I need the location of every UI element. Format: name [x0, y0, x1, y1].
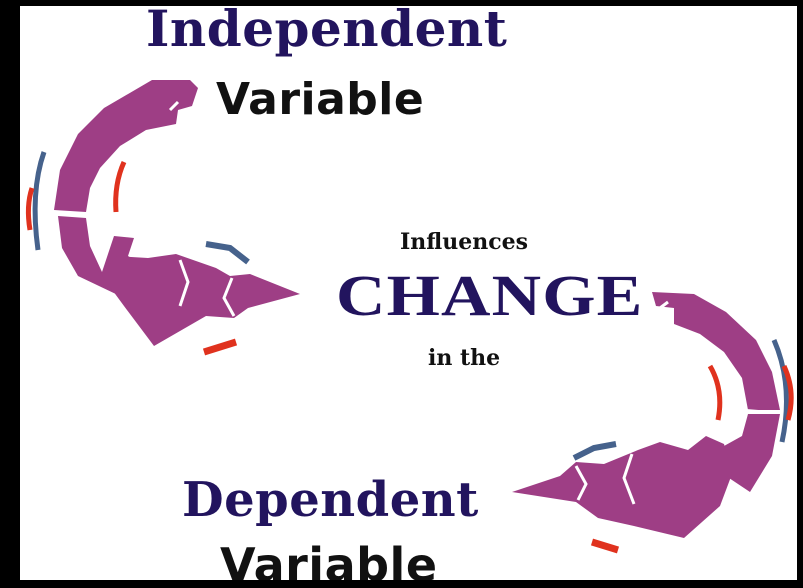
- influences-label: Influences: [400, 229, 529, 255]
- curved-arrow-top: [25, 80, 300, 356]
- bottom-arrow-arc-lower: [724, 414, 780, 492]
- top-accent-blue-outer: [32, 151, 47, 251]
- arrows-artwork: [25, 80, 794, 554]
- bottom-accent-red-outer: [781, 364, 794, 421]
- diagram-canvas: Independent Variable Influences CHANGE i…: [20, 6, 797, 580]
- change-label: CHANGE: [336, 263, 644, 328]
- top-accent-red-outer: [25, 187, 35, 231]
- bottom-accent-blue-outer: [771, 339, 789, 443]
- dependent-label: Dependent: [182, 472, 479, 528]
- top-accent-red-bottom: [202, 338, 238, 356]
- variable-top-label: Variable: [216, 74, 425, 125]
- bottom-accent-blue-small: [572, 441, 617, 461]
- independent-label: Independent: [146, 6, 508, 58]
- bottom-arrow-head: [512, 436, 732, 538]
- in-the-label: in the: [428, 345, 501, 371]
- top-accent-red-inner: [113, 160, 127, 213]
- bottom-accent-red-bottom: [590, 538, 620, 554]
- top-arrow-arc-upper: [54, 80, 198, 212]
- bottom-accent-red-inner: [707, 364, 723, 421]
- variable-bottom-label: Variable: [220, 538, 438, 580]
- bottom-arrow-arc-upper: [652, 292, 780, 410]
- top-accent-blue-small: [205, 241, 250, 265]
- curved-arrow-bottom: [512, 292, 794, 554]
- top-arrow-head: [102, 254, 300, 346]
